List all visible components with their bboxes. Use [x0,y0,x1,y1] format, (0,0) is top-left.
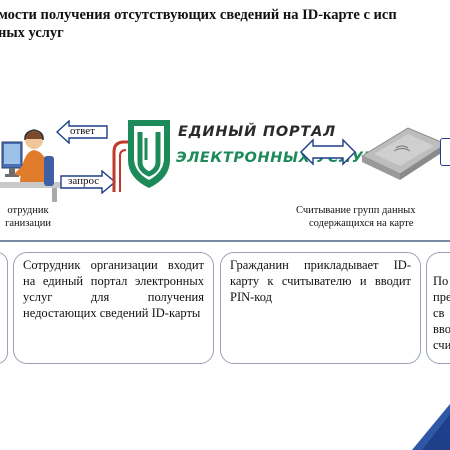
answer-arrow [56,120,108,144]
double-arrow [300,138,356,166]
step-box-0 [0,252,8,364]
decor-triangle-icon [412,404,450,450]
portal-name-line-1: ЕДИНЫЙ ПОРТАЛ [178,124,336,140]
title-line-1: мости получения отсутствующих сведений н… [0,7,397,23]
reader-label-line-1: Считывание групп данных [296,205,416,216]
portal-logo-icon [112,120,170,192]
step-box-1: Сотрудник организации входит на единый п… [13,252,214,364]
separator-line [0,240,450,242]
next-element-edge [440,138,450,166]
step-box-2-text: Гражданин прикладывает ID-карту к считыв… [230,258,411,304]
request-label: запрос [68,175,100,187]
employee-figure-icon [0,129,62,202]
step-box-1-text: Сотрудник организации входит на единый п… [23,258,204,320]
employee-label-line-1: отрудник [7,205,49,216]
reader-label-line-2: содержащихся на карте [309,218,414,229]
title-line-2: ных услуг [0,25,64,41]
employee-label: отрудник ганизации [0,204,60,230]
reader-label: Считывание групп данных содержащихся на … [296,204,450,230]
step-box-3: По пре св вво счи [426,252,450,364]
card-reader-icon [360,127,448,180]
step-box-2: Гражданин прикладывает ID-карту к считыв… [220,252,421,364]
step-box-3-text: По пре св вво счи [433,274,450,352]
slide-title: мости получения отсутствующих сведений н… [0,6,450,42]
request-arrow [60,170,116,194]
answer-label: ответ [70,125,95,137]
employee-label-line-2: ганизации [5,218,51,229]
